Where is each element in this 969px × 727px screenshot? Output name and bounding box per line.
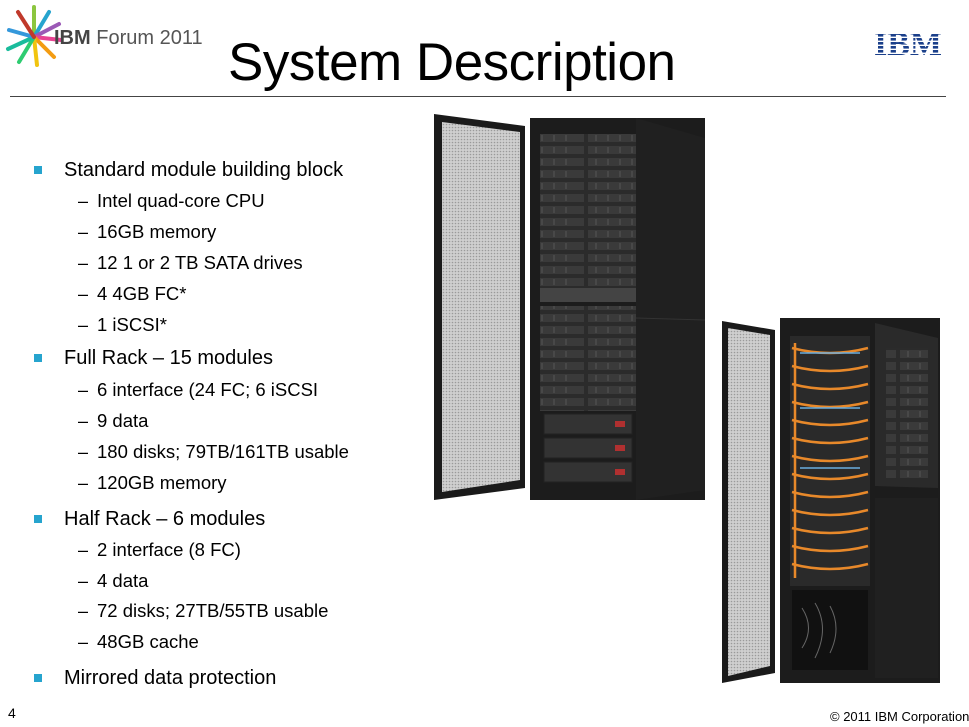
dash-icon: – (78, 442, 89, 462)
bullet-level1: Full Rack – 15 modules (64, 347, 273, 369)
dash-icon: – (78, 191, 89, 211)
dash-icon: – (78, 601, 89, 621)
bullet-level2: 4 data (97, 570, 149, 591)
dash-icon: – (78, 222, 89, 242)
slide-title: System Description (228, 33, 676, 92)
rack-photos (434, 114, 940, 683)
bullet-level2: 1 iSCSI* (97, 314, 167, 335)
dash-icon: – (78, 632, 89, 652)
bullet-level2: 72 disks; 27TB/55TB usable (97, 600, 329, 621)
bullet-level2: 2 interface (8 FC) (97, 539, 241, 560)
bullet-square-icon (34, 354, 42, 362)
bullet-level2: 16GB memory (97, 221, 217, 242)
dash-icon: – (78, 315, 89, 335)
full-rack-image (434, 114, 706, 500)
copyright-text: © 2011 IBM Corporation (830, 709, 969, 724)
ibm-logo: IBM (874, 26, 948, 63)
dash-icon: – (78, 540, 89, 560)
bullet-level2: 9 data (97, 410, 149, 431)
dash-icon: – (78, 380, 89, 400)
page-number: 4 (8, 705, 16, 721)
dash-icon: – (78, 411, 89, 431)
logo-brand: IBM (54, 27, 91, 49)
bullet-level2: 12 1 or 2 TB SATA drives (97, 252, 303, 273)
bullet-square-icon (34, 166, 42, 174)
bullet-level2: 6 interface (24 FC; 6 iSCSI (97, 379, 319, 400)
ibm-forum-logo: IBM Forum 2011 (4, 2, 203, 82)
dash-icon: – (78, 253, 89, 273)
svg-text:IBM: IBM (874, 26, 942, 63)
logo-event: Forum 2011 (96, 27, 203, 49)
half-rack-image (722, 318, 940, 683)
bullet-level1: Standard module building block (64, 159, 344, 181)
bullet-level2: 180 disks; 79TB/161TB usable (97, 441, 349, 462)
bullet-level2: 120GB memory (97, 472, 227, 493)
dash-icon: – (78, 473, 89, 493)
dash-icon: – (78, 571, 89, 591)
bullet-level2: 48GB cache (97, 631, 199, 652)
bullet-level1: Mirrored data protection (64, 667, 277, 689)
bullet-level2: 4 4GB FC* (97, 283, 187, 304)
title-divider (10, 96, 946, 97)
bullet-level1: Half Rack – 6 modules (64, 508, 266, 530)
dash-icon: – (78, 284, 89, 304)
bullet-square-icon (34, 515, 42, 523)
bullet-square-icon (34, 674, 42, 682)
swirl-logo-icon (6, 5, 63, 67)
bullet-level2: Intel quad-core CPU (97, 190, 265, 211)
